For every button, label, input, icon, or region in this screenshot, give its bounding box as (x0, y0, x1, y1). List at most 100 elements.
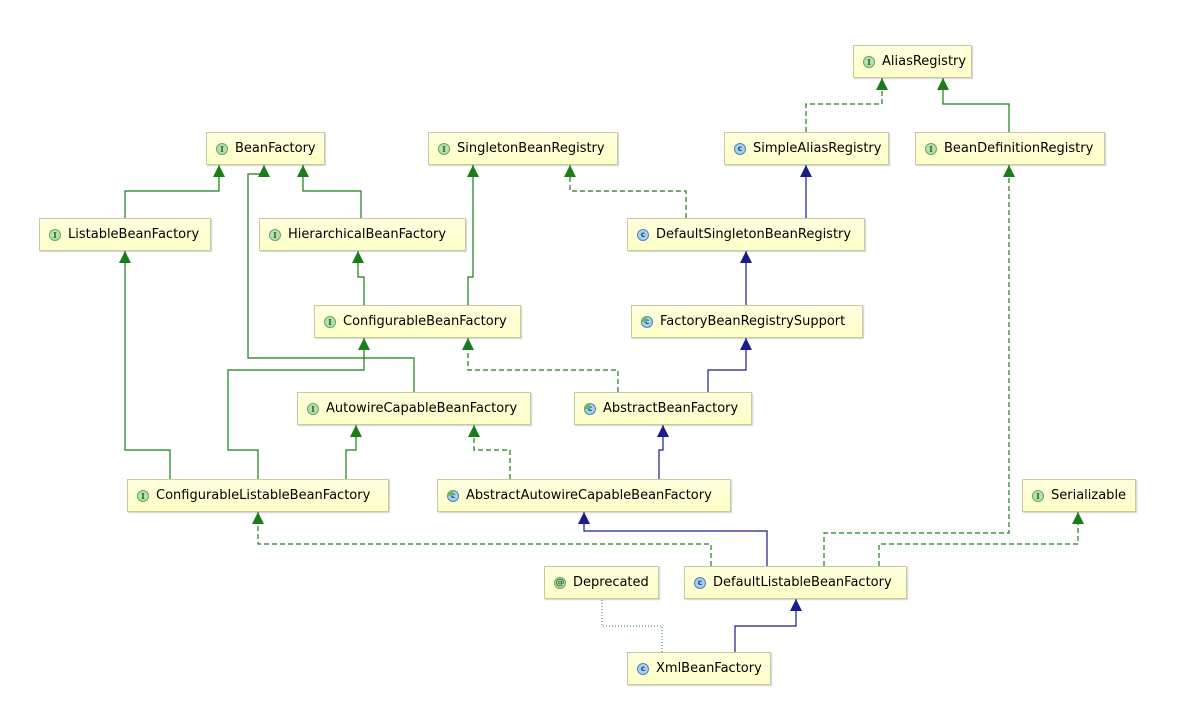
edge-extends-class (578, 512, 768, 566)
node-label: DefaultListableBeanFactory (713, 575, 892, 590)
interface-icon: I (1032, 489, 1044, 502)
arrowhead (213, 165, 225, 177)
interface-icon: I (49, 228, 61, 241)
arrowhead (937, 78, 949, 90)
edge-extends-class (800, 165, 812, 218)
node-label: ListableBeanFactory (68, 227, 200, 242)
arrowhead (578, 512, 590, 524)
node-label: AbstractBeanFactory (603, 401, 739, 416)
edge-implements (805, 78, 888, 132)
arrowhead (258, 165, 270, 177)
edge-extends-interface (247, 165, 415, 392)
edge-implements (564, 165, 687, 218)
node-default-listable-bean-factory[interactable]: c DefaultListableBeanFactory (684, 566, 907, 599)
edge-implements (252, 512, 712, 566)
node-label: SingletonBeanRegistry (457, 141, 605, 156)
edge-extends-class (707, 338, 752, 392)
arrowhead (876, 78, 888, 90)
interface-icon: I (269, 228, 281, 241)
node-serializable[interactable]: I Serializable (1022, 479, 1136, 512)
edge-extends-interface (345, 425, 362, 479)
edge-implements (462, 338, 619, 392)
edge-extends-interface (227, 338, 370, 479)
interface-icon: I (324, 315, 336, 328)
node-listable-bean-factory[interactable]: I ListableBeanFactory (39, 218, 211, 251)
class-icon: c (694, 576, 706, 589)
node-hierarchical-bean-factory[interactable]: I HierarchicalBeanFactory (259, 218, 466, 251)
edge-extends-interface (119, 251, 171, 479)
edge-extends-interface (352, 251, 365, 305)
node-singleton-bean-registry[interactable]: I SingletonBeanRegistry (428, 132, 618, 165)
node-simple-alias-registry[interactable]: c SimpleAliasRegistry (724, 132, 889, 165)
edge-extends-class (740, 251, 752, 305)
interface-icon: I (307, 402, 319, 415)
class-icon: c (637, 228, 649, 241)
edge-extends-interface (297, 165, 362, 218)
node-bean-definition-registry[interactable]: I BeanDefinitionRegistry (915, 132, 1105, 165)
arrowhead (119, 251, 131, 263)
edge-implements (878, 512, 1084, 566)
interface-icon: I (137, 489, 149, 502)
arrowhead (252, 512, 264, 524)
node-label: AbstractAutowireCapableBeanFactory (466, 488, 712, 503)
node-deprecated[interactable]: @ Deprecated (544, 566, 659, 599)
arrowhead (1003, 165, 1015, 177)
node-factory-bean-registry-support[interactable]: c FactoryBeanRegistrySupport (631, 305, 863, 338)
edge-extends-class (657, 425, 669, 479)
edge-annotated (601, 599, 663, 652)
arrowhead (740, 251, 752, 263)
node-label: BeanFactory (235, 141, 316, 156)
arrowhead (297, 165, 309, 177)
arrowhead (564, 165, 576, 177)
node-autowire-capable-bean-factory[interactable]: I AutowireCapableBeanFactory (297, 392, 531, 425)
edge-extends-interface (124, 165, 225, 218)
node-label: AutowireCapableBeanFactory (326, 401, 518, 416)
class-icon: c (734, 142, 746, 155)
node-xml-bean-factory[interactable]: c XmlBeanFactory (627, 652, 771, 685)
interface-icon: I (438, 142, 450, 155)
interface-icon: I (925, 142, 937, 155)
node-abstract-bean-factory[interactable]: c AbstractBeanFactory (574, 392, 752, 425)
class-icon: c (637, 662, 649, 675)
node-configurable-bean-factory[interactable]: I ConfigurableBeanFactory (314, 305, 521, 338)
node-label: AliasRegistry (882, 54, 967, 69)
node-bean-factory[interactable]: I BeanFactory (206, 132, 325, 165)
node-label: Deprecated (573, 575, 649, 590)
node-label: ConfigurableBeanFactory (343, 314, 507, 329)
abstract-class-icon: c (641, 315, 653, 328)
arrowhead (1072, 512, 1084, 524)
node-configurable-listable-bean-factory[interactable]: I ConfigurableListableBeanFactory (127, 479, 389, 512)
edge-implements (823, 165, 1015, 566)
abstract-class-icon: c (447, 489, 459, 502)
node-label: SimpleAliasRegistry (753, 141, 882, 156)
node-label: Serializable (1051, 488, 1127, 503)
interface-icon: I (216, 142, 228, 155)
edge-implements (468, 425, 511, 479)
node-abstract-autowire-capable-bean-factory[interactable]: c AbstractAutowireCapableBeanFactory (437, 479, 731, 512)
node-label: HierarchicalBeanFactory (288, 227, 447, 242)
arrowhead (352, 251, 364, 263)
arrowhead (350, 425, 362, 437)
node-label: ConfigurableListableBeanFactory (156, 488, 371, 503)
node-alias-registry[interactable]: I AliasRegistry (853, 45, 972, 78)
node-label: FactoryBeanRegistrySupport (660, 314, 846, 329)
annotation-icon: @ (554, 576, 566, 589)
node-default-singleton-bean-registry[interactable]: c DefaultSingletonBeanRegistry (627, 218, 865, 251)
arrowhead (800, 165, 812, 177)
edge-extends-interface (937, 78, 1010, 132)
arrowhead (790, 599, 802, 611)
arrowhead (657, 425, 669, 437)
abstract-class-icon: c (584, 402, 596, 415)
edge-extends-class (734, 599, 802, 652)
arrowhead (462, 338, 474, 350)
node-label: XmlBeanFactory (656, 661, 762, 676)
node-label: BeanDefinitionRegistry (944, 141, 1094, 156)
node-label: DefaultSingletonBeanRegistry (656, 227, 852, 242)
arrowhead (468, 425, 480, 437)
edge-extends-interface (467, 165, 479, 305)
interface-icon: I (863, 55, 875, 68)
arrowhead (467, 165, 479, 177)
arrowhead (740, 338, 752, 350)
